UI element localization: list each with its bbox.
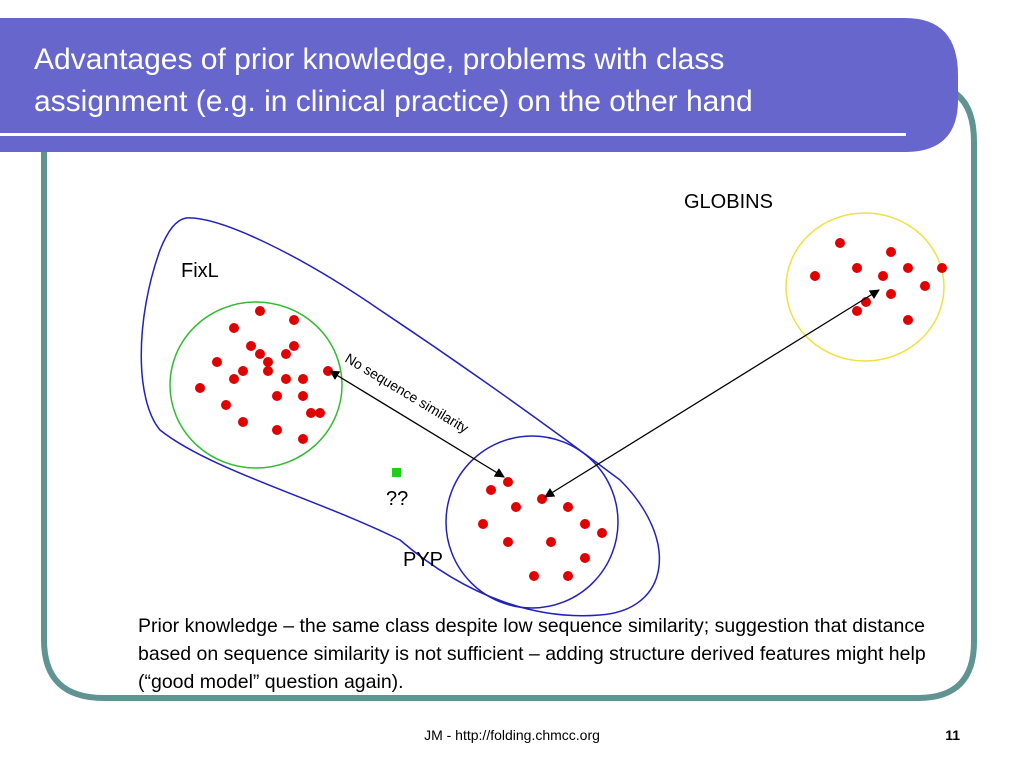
data-point: [246, 341, 256, 351]
caption-text: Prior knowledge – the same class despite…: [138, 615, 926, 693]
data-point: [212, 357, 222, 367]
data-point: [563, 571, 573, 581]
data-point: [580, 519, 590, 529]
data-point: [920, 281, 930, 291]
title-bar: [0, 18, 958, 152]
fixl-points: [195, 306, 333, 444]
data-point: [306, 408, 316, 418]
data-point: [298, 434, 308, 444]
unknown-point: [392, 468, 401, 477]
data-point: [238, 417, 248, 427]
data-point: [238, 366, 248, 376]
data-point: [597, 528, 607, 538]
fixl-cluster: [169, 301, 343, 469]
data-point: [937, 263, 947, 273]
data-point: [810, 271, 820, 281]
data-point: [878, 271, 888, 281]
data-point: [263, 366, 273, 376]
data-point: [263, 357, 273, 367]
footer-source: JM - http://folding.chmcc.org: [424, 727, 600, 743]
superfamily-outline: [140, 217, 661, 617]
data-point: [298, 374, 308, 384]
no-similarity-arrow: [329, 370, 505, 478]
data-point: [486, 485, 496, 495]
page-number: 11: [945, 727, 960, 743]
data-point: [289, 315, 299, 325]
data-point: [546, 537, 556, 547]
no-similarity-label: No sequence similarity: [342, 350, 471, 436]
content-frame: [41, 85, 977, 701]
data-point: [195, 383, 205, 393]
fixl-label: FixL: [181, 260, 219, 282]
pyp-label: PYP: [403, 549, 443, 571]
data-point: [298, 391, 308, 401]
title-line-1: Advantages of prior knowledge, problems …: [34, 43, 724, 76]
data-point: [289, 341, 299, 351]
globins-points: [810, 238, 947, 325]
data-point: [255, 306, 265, 316]
pyp-points: [478, 477, 607, 581]
data-point: [563, 502, 573, 512]
title-line-2: assignment (e.g. in clinical practice) o…: [34, 85, 753, 118]
pyp-globins-arrow: [544, 289, 880, 498]
title-underline: [0, 133, 906, 136]
data-point: [852, 263, 862, 273]
data-point: [903, 263, 913, 273]
data-point: [537, 494, 547, 504]
data-point: [272, 425, 282, 435]
data-point: [511, 502, 521, 512]
data-point: [886, 247, 896, 257]
data-point: [580, 553, 590, 563]
globins-label: GLOBINS: [684, 191, 773, 213]
data-point: [229, 374, 239, 384]
pyp-cluster: [445, 435, 619, 609]
data-point: [255, 349, 265, 359]
data-point: [852, 306, 862, 316]
data-point: [478, 519, 488, 529]
data-point: [323, 366, 333, 376]
data-point: [886, 289, 896, 299]
data-point: [529, 571, 539, 581]
data-point: [272, 391, 282, 401]
data-point: [221, 400, 231, 410]
data-point: [835, 238, 845, 248]
data-point: [315, 408, 325, 418]
data-point: [503, 477, 513, 487]
data-point: [903, 315, 913, 325]
data-point: [281, 374, 291, 384]
data-point: [229, 323, 239, 333]
data-point: [281, 349, 291, 359]
unknown-label: ??: [386, 488, 408, 510]
data-point: [503, 537, 513, 547]
